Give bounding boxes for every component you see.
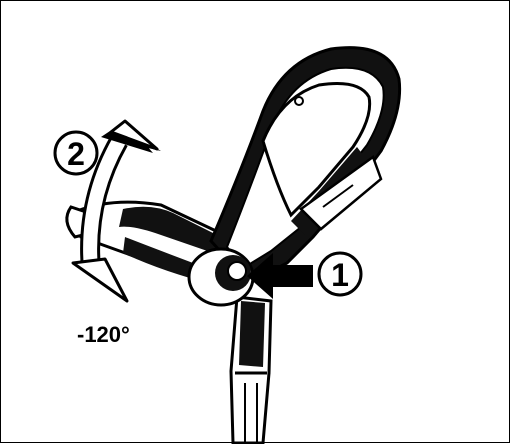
rotation-arrow (71, 119, 161, 303)
step-2-label: 2 (67, 136, 85, 172)
step-2-callout: 2 (53, 130, 99, 176)
main-handle (209, 46, 402, 285)
step-1-callout: 1 (317, 251, 363, 297)
step-1-label: 1 (331, 257, 349, 293)
joint-knob (187, 247, 255, 307)
trimmer-shaft (229, 295, 273, 444)
push-arrow (247, 253, 313, 299)
rotation-angle-label: -120° (77, 322, 130, 347)
